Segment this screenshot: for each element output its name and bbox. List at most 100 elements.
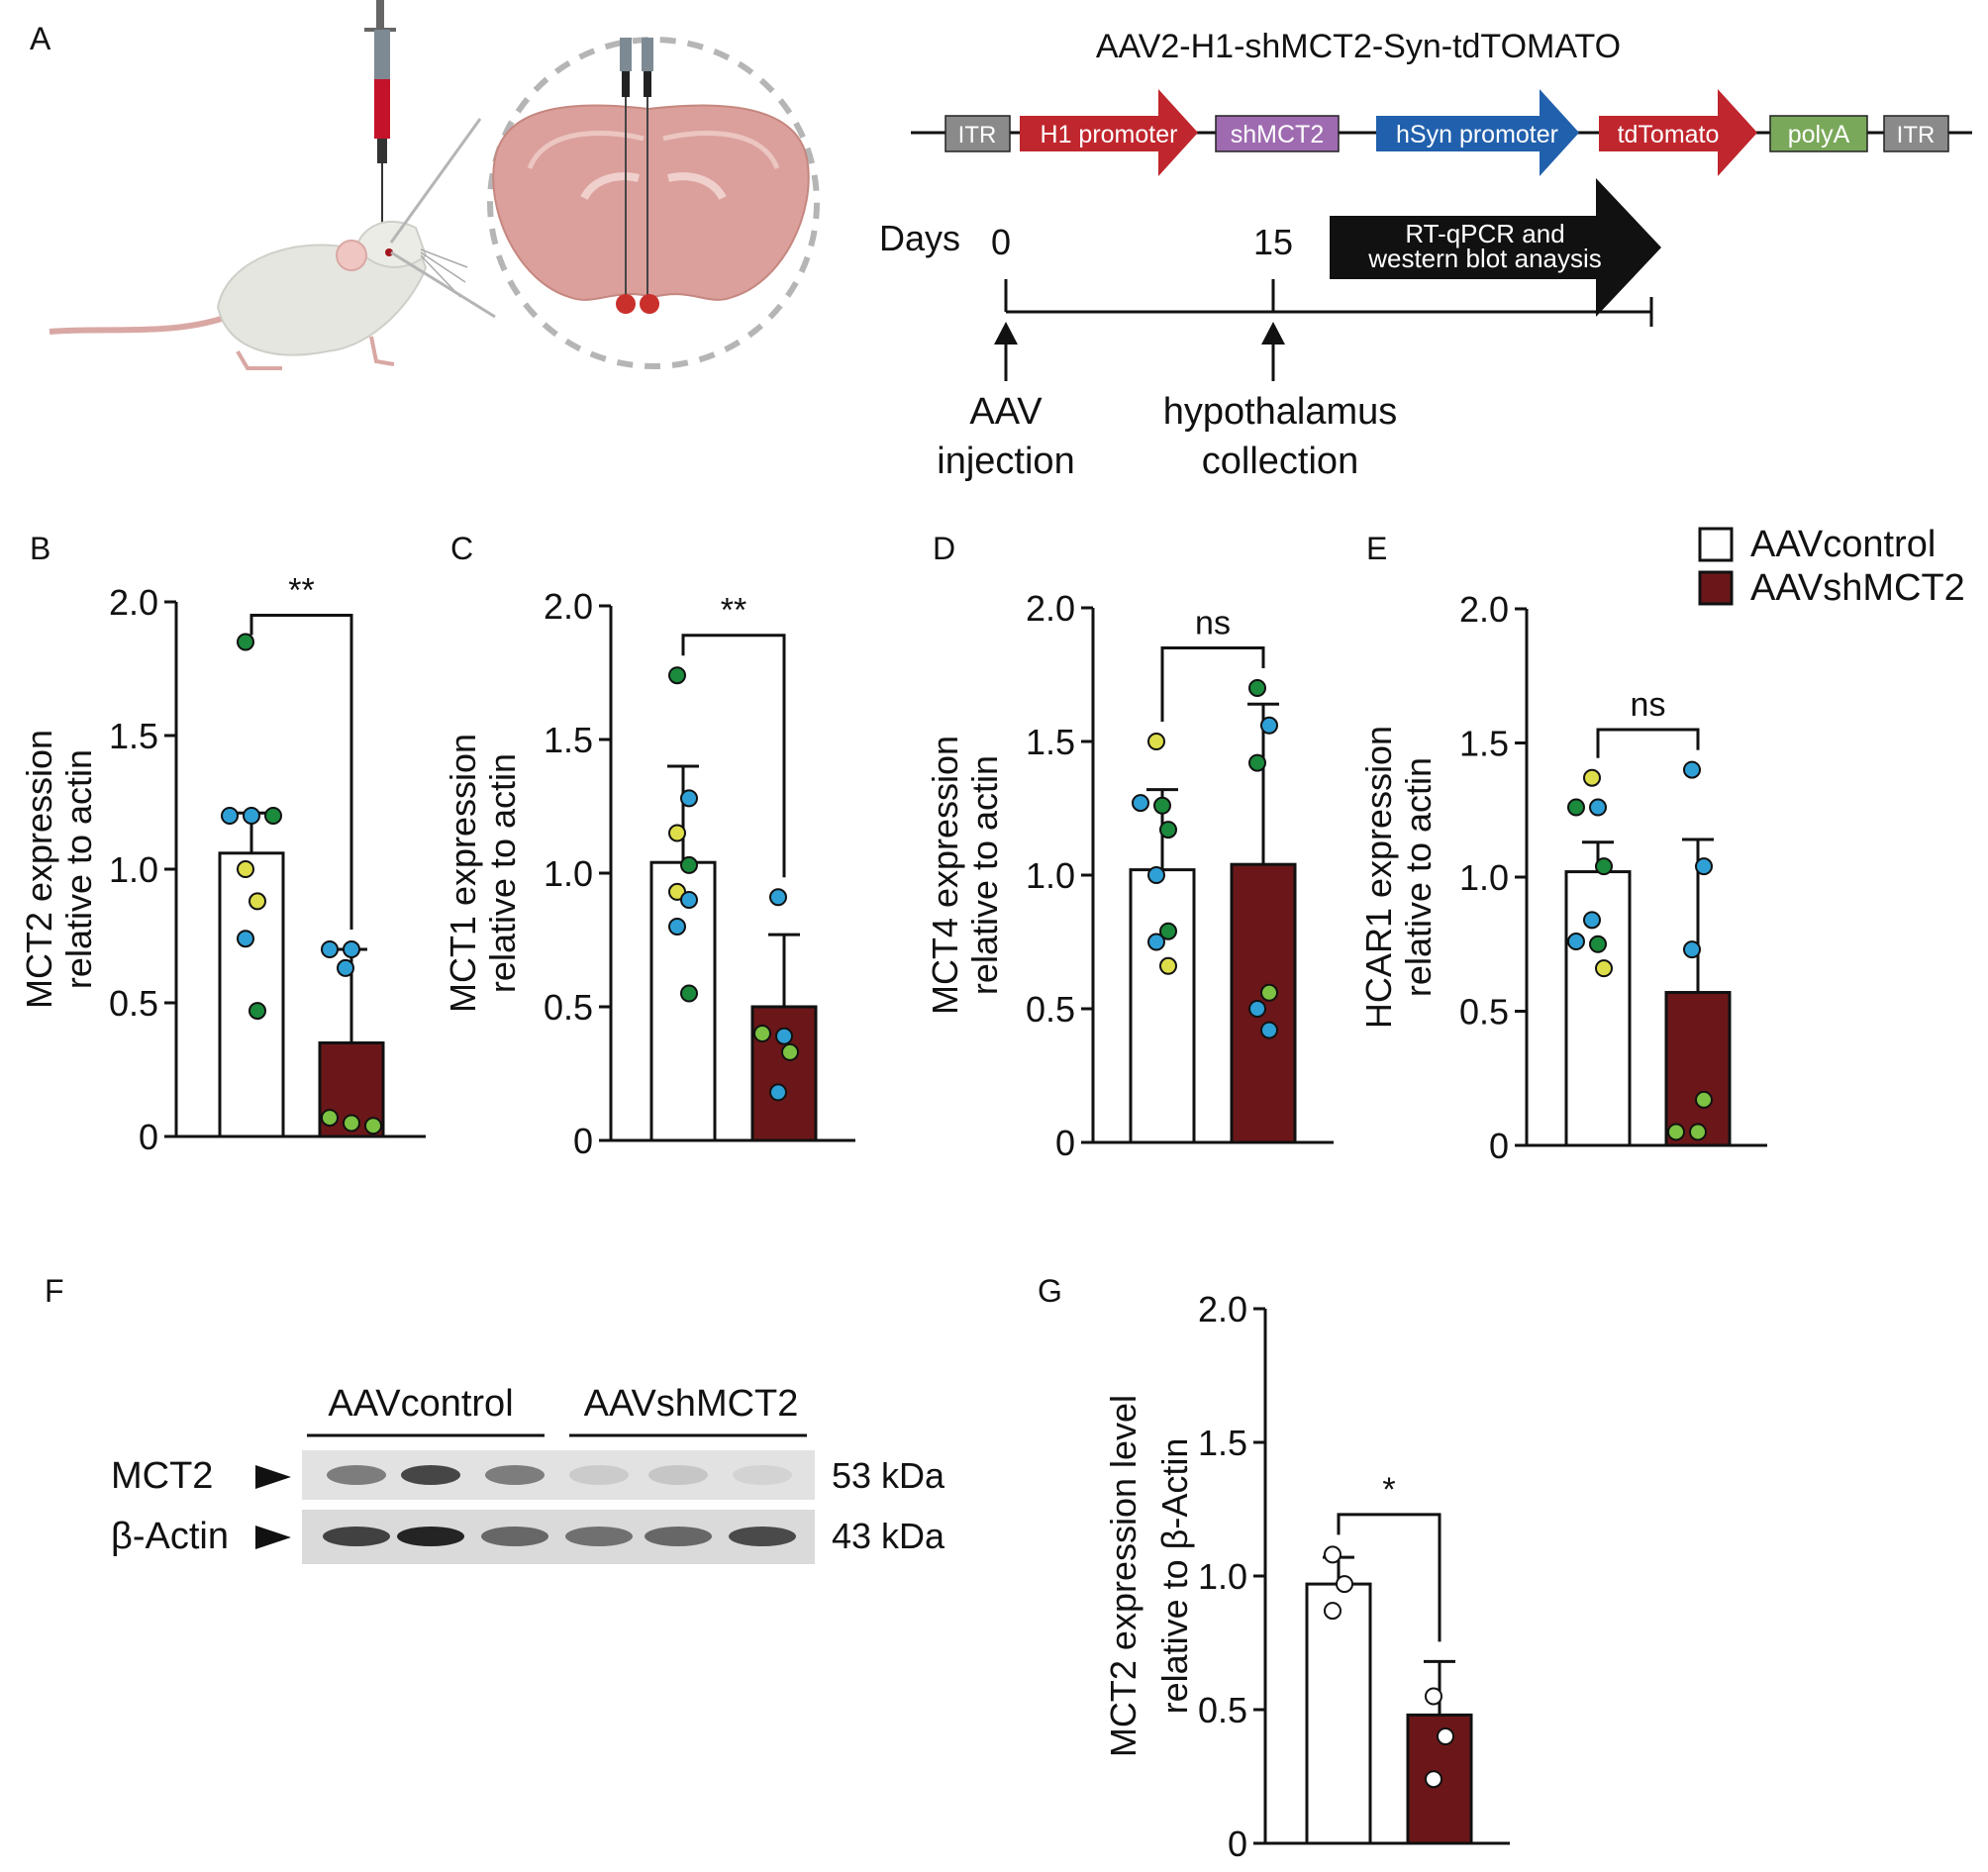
panel-letter-e: E bbox=[1366, 531, 1387, 566]
blot-band-actin bbox=[323, 1527, 390, 1546]
data-point bbox=[1260, 716, 1278, 735]
y-axis-label: MCT4 expression bbox=[925, 736, 965, 1015]
construct-map: ITR H1 promoter shMCT2 hSyn promoter tdT… bbox=[911, 89, 1972, 176]
blot-band-mct2 bbox=[569, 1465, 629, 1485]
data-point bbox=[1683, 760, 1701, 779]
data-point bbox=[769, 1083, 787, 1102]
significance-label: ns bbox=[1631, 686, 1666, 724]
data-point bbox=[364, 1117, 382, 1135]
data-point bbox=[343, 940, 360, 958]
significance-bracket bbox=[1596, 728, 1700, 758]
data-point bbox=[1159, 821, 1177, 839]
data-point bbox=[668, 918, 686, 936]
legend-swatch-control bbox=[1698, 527, 1734, 562]
blot-membrane-mct2 bbox=[302, 1450, 815, 1500]
y-axis-label: relative to actin bbox=[58, 749, 99, 989]
data-point bbox=[1324, 1602, 1342, 1621]
data-point bbox=[1147, 866, 1165, 884]
panel-letter-b: B bbox=[30, 531, 50, 566]
y-axis-label: relative to β-Actin bbox=[1154, 1438, 1195, 1715]
data-point bbox=[1248, 679, 1266, 697]
data-point bbox=[248, 1002, 266, 1021]
blot-band-actin bbox=[565, 1527, 633, 1546]
western-blot: AAVcontrol AAVshMCT2 MCT2 β-Actin 53 kDa… bbox=[111, 1383, 945, 1564]
event-aav-line1: AAV bbox=[969, 391, 1043, 433]
data-point bbox=[1425, 1770, 1442, 1789]
data-point bbox=[1425, 1687, 1442, 1706]
data-point bbox=[781, 1042, 799, 1061]
blot-band-mct2 bbox=[733, 1465, 792, 1485]
data-point bbox=[1567, 798, 1585, 817]
significance-label: ** bbox=[288, 572, 314, 610]
blot-band-mct2 bbox=[648, 1465, 708, 1485]
data-point bbox=[1683, 940, 1701, 959]
data-point bbox=[668, 666, 686, 685]
bar-control bbox=[1564, 870, 1632, 1147]
mouse-illustration bbox=[49, 0, 496, 370]
y-axis-label: relative to actin bbox=[1398, 757, 1439, 997]
data-point bbox=[1595, 857, 1613, 876]
blot-row-label-mct2: MCT2 bbox=[111, 1455, 213, 1497]
data-point bbox=[769, 888, 787, 907]
y-tick-label: 1.0 bbox=[1459, 857, 1509, 898]
significance-label: ** bbox=[721, 592, 746, 630]
data-point bbox=[1595, 959, 1613, 978]
data-point bbox=[321, 940, 339, 958]
blot-band-actin bbox=[645, 1527, 712, 1546]
timeline-day-0: 0 bbox=[991, 222, 1011, 262]
y-tick-label: 2.0 bbox=[109, 582, 158, 623]
y-tick-label: 1.5 bbox=[109, 716, 158, 756]
blot-band-mct2 bbox=[401, 1465, 460, 1485]
event-hypothalamus-line2: collection bbox=[1202, 441, 1358, 482]
blot-band-mct2 bbox=[485, 1465, 545, 1485]
blot-band-mct2 bbox=[327, 1465, 386, 1485]
construct-itr-right: ITR bbox=[1897, 122, 1936, 148]
data-point bbox=[1695, 1090, 1713, 1109]
y-axis-label: MCT2 expression bbox=[19, 730, 59, 1009]
data-point bbox=[1689, 1123, 1707, 1141]
y-tick-label: 1.0 bbox=[544, 853, 593, 894]
event-aav-line2: injection bbox=[937, 441, 1074, 482]
y-tick-label: 0.5 bbox=[1198, 1690, 1247, 1730]
data-point bbox=[1147, 733, 1165, 750]
data-point bbox=[1132, 794, 1149, 813]
y-tick-label: 0 bbox=[139, 1117, 158, 1157]
blot-band-actin bbox=[481, 1527, 548, 1546]
blot-bands bbox=[323, 1465, 796, 1546]
y-tick-label: 0 bbox=[573, 1121, 593, 1161]
data-point bbox=[1159, 922, 1177, 940]
data-point bbox=[1567, 933, 1585, 951]
y-axis-label: MCT1 expression bbox=[443, 734, 483, 1013]
y-tick-label: 2.0 bbox=[1459, 589, 1509, 630]
data-point bbox=[237, 930, 254, 948]
data-point bbox=[1583, 768, 1601, 787]
data-point bbox=[680, 891, 698, 909]
y-tick-label: 1.0 bbox=[1198, 1556, 1247, 1597]
bar-control bbox=[649, 860, 717, 1142]
timeline-day-15: 15 bbox=[1253, 222, 1293, 262]
data-point bbox=[237, 633, 254, 651]
legend-swatch-sh bbox=[1698, 570, 1734, 606]
y-tick-label: 0 bbox=[1228, 1823, 1247, 1864]
data-point bbox=[1437, 1727, 1454, 1745]
data-point bbox=[337, 958, 354, 977]
significance-bracket bbox=[681, 634, 786, 878]
data-point bbox=[1667, 1123, 1685, 1141]
blot-band-actin bbox=[729, 1527, 796, 1546]
y-tick-label: 0.5 bbox=[1026, 989, 1075, 1030]
construct-polya: polyA bbox=[1788, 121, 1850, 148]
y-tick-label: 1.5 bbox=[1198, 1423, 1247, 1463]
y-tick-label: 0 bbox=[1489, 1126, 1509, 1166]
y-axis-label: relative to actin bbox=[482, 753, 523, 993]
arrowhead-icon bbox=[255, 1526, 291, 1549]
data-point bbox=[775, 1027, 793, 1045]
significance-bracket bbox=[1160, 646, 1265, 722]
y-tick-label: 1.5 bbox=[1026, 722, 1075, 762]
y-tick-label: 0.5 bbox=[544, 987, 593, 1028]
panel-letter-a: A bbox=[30, 21, 51, 56]
bar-control bbox=[1305, 1582, 1372, 1845]
panel-letter-f: F bbox=[45, 1273, 64, 1309]
data-point bbox=[1583, 911, 1601, 930]
timeline-arrow-text-1: RT-qPCR and bbox=[1405, 219, 1564, 248]
